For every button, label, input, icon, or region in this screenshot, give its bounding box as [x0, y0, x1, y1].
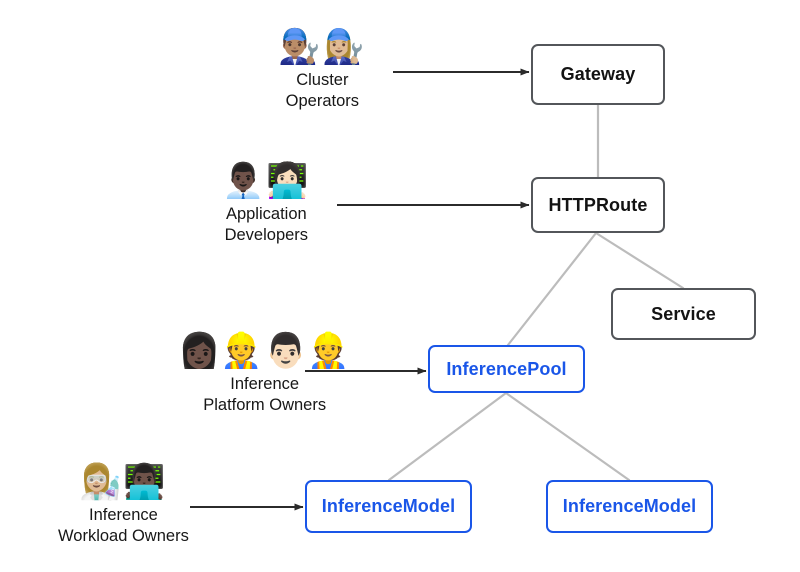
node-label: HTTPRoute — [548, 194, 648, 215]
actor-label: Application Developers — [224, 205, 309, 244]
actor-application-developers[interactable]: 👨🏿‍💼👩🏻‍💻 Application Developers — [222, 161, 311, 246]
man-mechanic-icon: 👨🏽‍🔧👩🏼‍🔧 — [278, 27, 367, 67]
node-service[interactable]: Service — [611, 288, 756, 340]
woman-scientist-icon: 👩🏼‍🔬👨🏿‍💻 — [79, 462, 168, 502]
node-label: Service — [651, 303, 716, 324]
man-office-worker-icon: 👨🏿‍💼👩🏻‍💻 — [222, 161, 311, 201]
node-httproute[interactable]: HTTPRoute — [531, 177, 665, 233]
node-label: InferencePool — [446, 358, 567, 379]
edge-inferencepool-model-2 — [504, 391, 631, 482]
node-label: Gateway — [560, 64, 636, 84]
node-inferencemodel1[interactable]: InferenceModel — [305, 480, 472, 533]
node-inferencepool[interactable]: InferencePool — [428, 345, 585, 393]
node-label: InferenceModel — [321, 496, 456, 516]
edge-httproute-service — [594, 231, 685, 290]
edge-httproute-inferencepool — [506, 231, 598, 347]
actor-cluster-operators[interactable]: 👨🏽‍🔧👩🏼‍🔧 Cluster Operators — [278, 27, 367, 112]
actor-label: Inference Platform Owners — [203, 375, 327, 414]
actor-label: Cluster Operators — [285, 71, 360, 110]
node-inferencemodel2[interactable]: InferenceModel — [546, 480, 713, 533]
persona-arrows — [190, 68, 530, 511]
actor-inference-platform-owners[interactable]: 👩🏿‍👷👨🏻‍👷 Inference Platform Owners — [178, 331, 351, 416]
actor-label: Inference Workload Owners — [58, 506, 189, 545]
node-label: InferenceModel — [562, 496, 697, 516]
edge-inferencepool-model-1 — [387, 391, 508, 482]
actor-inference-workload-owners[interactable]: 👩🏼‍🔬👨🏿‍💻 Inference Workload Owners — [58, 462, 189, 547]
node-gateway[interactable]: Gateway — [531, 44, 665, 105]
woman-construction-worker-icon: 👩🏿‍👷👨🏻‍👷 — [178, 331, 352, 371]
